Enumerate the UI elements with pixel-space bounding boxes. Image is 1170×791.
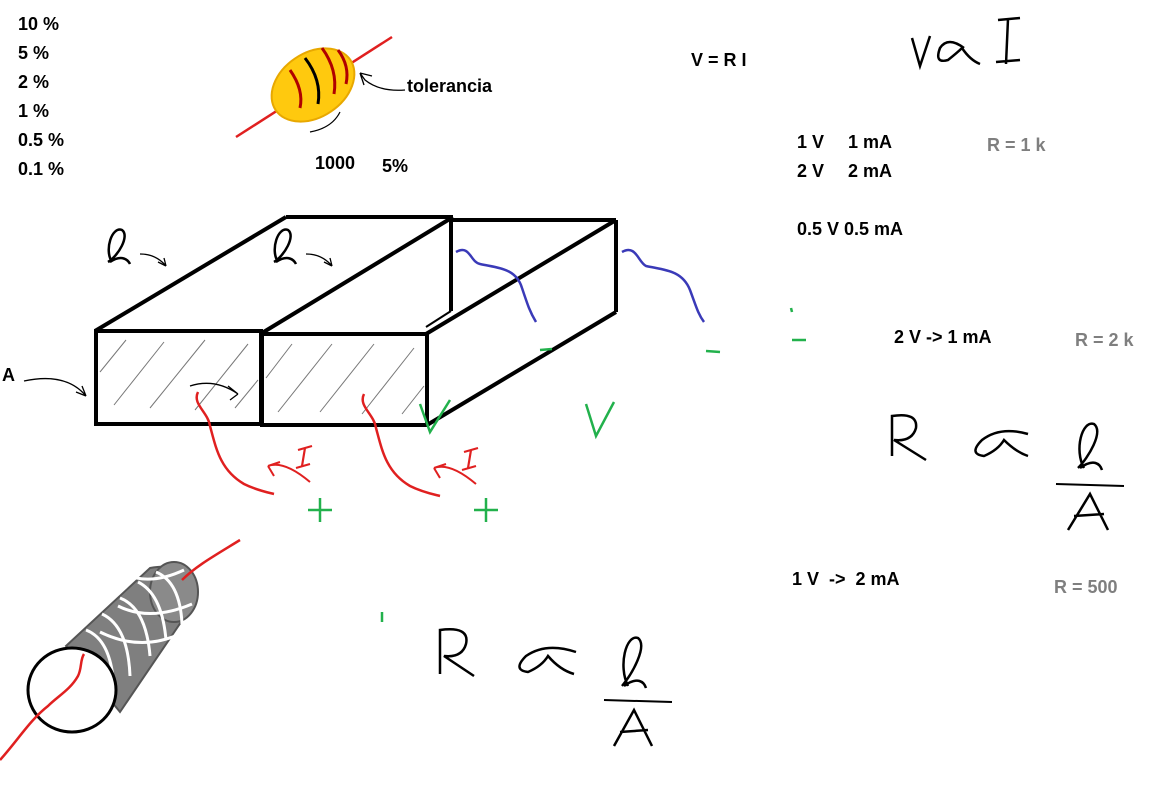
resistor-tolerance: 5% xyxy=(382,156,409,176)
area-label: A xyxy=(2,365,15,385)
case-500-text: 1 V -> 2 mA xyxy=(792,569,900,589)
current-arrow-icon xyxy=(267,461,311,483)
tolerance-item: 1 % xyxy=(18,101,50,121)
resistance-1k: R = 1 k xyxy=(987,135,1046,155)
resistance-2k: R = 2 k xyxy=(1075,330,1134,350)
arrow-icon xyxy=(189,382,239,401)
cross-section-hatching xyxy=(99,339,425,415)
tolerance-item: 10 % xyxy=(18,14,60,34)
v-proportional-i xyxy=(910,16,1021,71)
resistor-band xyxy=(288,69,303,109)
wire-red xyxy=(181,538,241,581)
resistor-icon xyxy=(235,35,406,139)
table-current: 2 mA xyxy=(848,161,893,181)
squiggle xyxy=(309,111,341,133)
resistor-value: 1000 xyxy=(315,153,356,173)
tolerance-item: 0.1 % xyxy=(18,159,65,179)
case-2k-text: 2 V -> 1 mA xyxy=(894,327,992,347)
arrow-icon xyxy=(359,72,406,91)
current-symbol xyxy=(461,446,479,472)
resistance-500: R = 500 xyxy=(1054,577,1118,597)
tolerance-item: 5 % xyxy=(18,43,50,63)
ohms-law-formula: V = R I xyxy=(691,50,747,70)
resistance-law-right xyxy=(890,414,1125,531)
current-arrow-icon xyxy=(433,463,477,485)
wire-red xyxy=(0,653,86,761)
resistor-band xyxy=(303,57,321,105)
tolerance-item: 2 % xyxy=(18,72,50,92)
table-voltage: 1 V xyxy=(797,132,825,152)
table-current: 1 mA xyxy=(848,132,893,152)
wire-blue xyxy=(455,248,538,323)
coil-resistor-icon xyxy=(0,538,241,761)
tolerance-label: tolerancia xyxy=(407,76,493,96)
arrow-icon xyxy=(23,377,87,397)
current-symbol xyxy=(295,444,313,470)
length-symbol xyxy=(107,228,333,267)
resistance-law-bottom xyxy=(438,628,673,747)
table-extra-row: 0.5 V 0.5 mA xyxy=(797,219,904,239)
tolerance-item: 0.5 % xyxy=(18,130,65,150)
tolerance-list: 10 % 5 % 2 % 1 % 0.5 % 0.1 % xyxy=(18,10,64,184)
conductor-box-diagram xyxy=(93,215,618,427)
wire-red xyxy=(195,391,275,496)
polarity-signs xyxy=(308,307,806,622)
resistor-band xyxy=(336,49,349,85)
wire-blue xyxy=(621,248,706,323)
wire-red xyxy=(361,393,441,498)
table-voltage: 2 V xyxy=(797,161,825,181)
resistor-band xyxy=(320,47,337,95)
resistor-body xyxy=(270,47,356,123)
